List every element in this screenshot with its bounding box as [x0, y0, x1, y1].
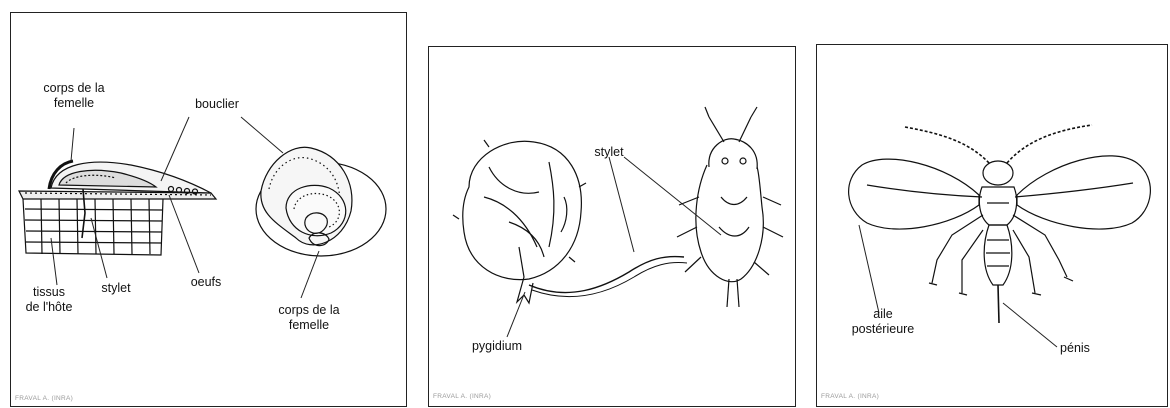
right-wing [1017, 156, 1150, 229]
detached-shield [256, 147, 386, 256]
label-body-top: corps de la femelle [29, 81, 119, 111]
host-tissue-block [19, 191, 216, 255]
credit: FRAVAL A. (INRA) [15, 395, 73, 402]
larva-drawing [677, 107, 783, 307]
credit: FRAVAL A. (INRA) [821, 393, 879, 400]
label-body-bottom: corps de la femelle [259, 303, 359, 333]
shield-cross-section [49, 161, 211, 194]
label-stylet: stylet [91, 281, 141, 296]
male-drawing [817, 45, 1169, 408]
female-body-round [453, 140, 586, 303]
panel-pygidium: stylet pygidium FRAVAL A. (INRA) [428, 46, 796, 407]
label-penis: pénis [1047, 341, 1103, 356]
label-pygidium: pygidium [457, 339, 537, 354]
label-host-tissue: tissus de l'hôte [13, 285, 85, 315]
credit: FRAVAL A. (INRA) [433, 393, 491, 400]
label-eggs: oeufs [181, 275, 231, 290]
left-wing [849, 159, 979, 229]
label-stylet: stylet [579, 145, 639, 160]
female-on-host-drawing [11, 13, 408, 408]
label-shield: bouclier [185, 97, 249, 112]
panel-female-on-host: corps de la femelle bouclier tissus de l… [10, 12, 407, 407]
label-hind-wing: aile postérieure [841, 307, 925, 337]
panel-male: aile postérieure pénis FRAVAL A. (INRA) [816, 44, 1168, 407]
